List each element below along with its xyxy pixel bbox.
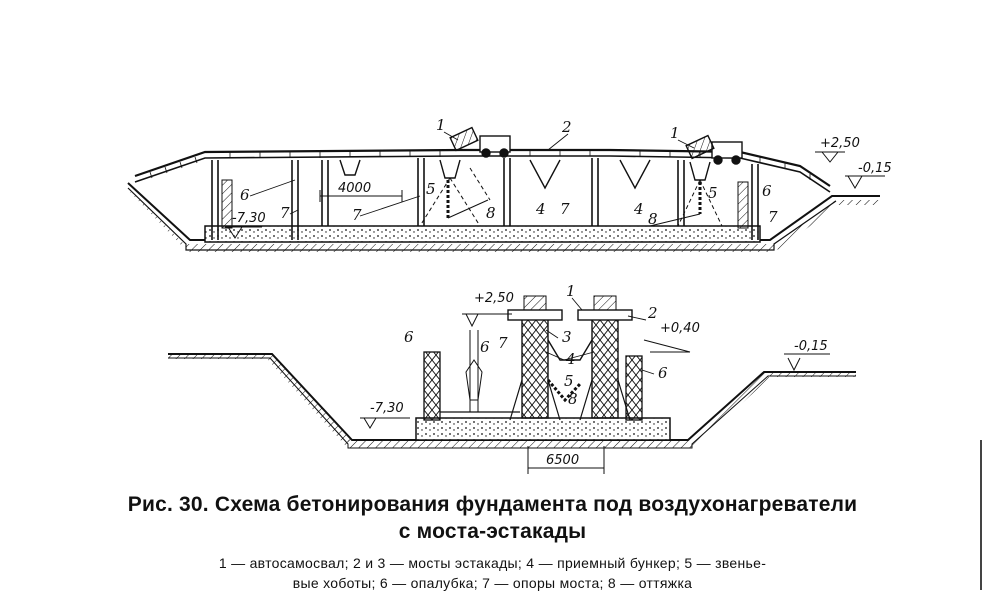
callout-top-1b: 1 (670, 124, 680, 142)
callout-bottom-6c: 6 (658, 364, 668, 382)
callout-bottom-2: 2 (647, 304, 658, 322)
longitudinal-section: 4000 +2,50 -0,15 -7,30 1 2 1 6 6 5 5 4 4… (127, 116, 892, 252)
callout-top-5a: 5 (426, 180, 436, 198)
formwork-cross-left (423, 351, 441, 421)
dimension-4000: 4000 (338, 181, 371, 196)
receiving-bunker-cross (547, 339, 593, 361)
cross-section: 6500 +2,50 +0,40 -0,15 -7,30 1 2 3 4 5 6… (168, 282, 856, 474)
callout-bottom-7: 7 (498, 334, 508, 352)
callout-top-8b: 8 (648, 210, 658, 228)
tower-left (521, 317, 549, 419)
callout-bottom-4: 4 (565, 350, 576, 368)
level-ground-right: -0,15 (858, 161, 892, 176)
legend-line2: вые хоботы; 6 — опалубка; 7 — опоры мост… (292, 575, 693, 591)
level-bottom-left: -7,30 (232, 211, 266, 226)
callout-bottom-5: 5 (564, 372, 574, 390)
callout-top-7b: 7 (352, 206, 362, 224)
formwork-cross-right (625, 355, 643, 421)
callout-bottom-6a: 6 (404, 328, 414, 346)
figure-caption-title: Рис. 30. Схема бетонирования фундамента … (0, 491, 985, 545)
figure-legend: 1 — автосамосвал; 2 и 3 — мосты эстакады… (0, 553, 985, 593)
dump-truck-left (449, 126, 511, 158)
bridge-top-right (577, 309, 633, 321)
right-edge-mark (980, 440, 982, 590)
callout-top-6a: 6 (240, 186, 250, 204)
legend-line1: 1 — автосамосвал; 2 и 3 — мосты эстакады… (218, 555, 767, 571)
foundation-slab-cross (415, 417, 671, 441)
callout-top-7a: 7 (280, 204, 290, 222)
receiving-bunkers (339, 159, 711, 190)
chute-trunks (419, 167, 723, 227)
callout-top-1a: 1 (436, 116, 446, 134)
level-top-right: +2,50 (820, 136, 860, 151)
level-cross-bunker: +0,40 (660, 321, 700, 336)
bridge-deck (134, 148, 831, 187)
callout-top-4a: 4 (535, 200, 546, 218)
callout-bottom-1: 1 (566, 282, 576, 300)
callout-bottom-6b: 6 (480, 338, 490, 356)
level-cross-top: +2,50 (474, 291, 514, 306)
caption-title-line2: с моста-эстакады (398, 520, 587, 543)
callout-top-5b: 5 (708, 184, 718, 202)
level-cross-bottom: -7,30 (370, 401, 404, 416)
formwork-right (737, 181, 749, 229)
tower-right (591, 317, 619, 419)
bridge-supports (211, 158, 759, 240)
chute-trunk-cross (546, 379, 582, 403)
callout-top-2: 2 (561, 118, 572, 136)
level-cross-ground: -0,15 (794, 339, 828, 354)
callout-top-7c: 7 (560, 200, 570, 218)
callout-top-8a: 8 (486, 204, 496, 222)
dump-truck-right (685, 134, 743, 165)
callout-bottom-3: 3 (562, 328, 572, 346)
callout-top-4b: 4 (633, 200, 644, 218)
caption-title-line1: Рис. 30. Схема бетонирования фундамента … (127, 493, 858, 516)
dimension-6500: 6500 (546, 453, 579, 468)
formwork-left (221, 179, 233, 229)
callout-top-7d: 7 (768, 208, 778, 226)
bridge-top-left (507, 309, 563, 321)
pit-outline-top (127, 182, 880, 241)
foundation-slab (204, 225, 761, 243)
callout-bottom-8: 8 (568, 390, 578, 408)
callout-top-6b: 6 (762, 182, 772, 200)
